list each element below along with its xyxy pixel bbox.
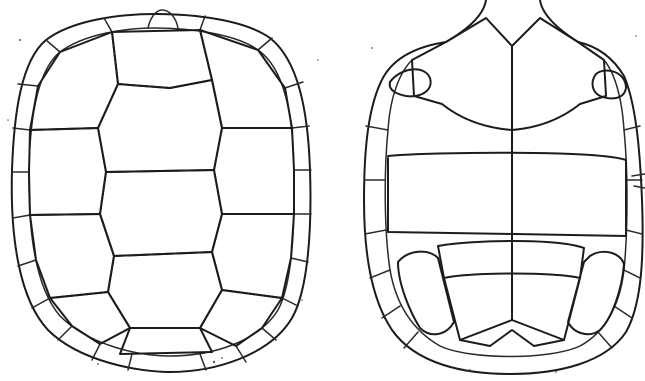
plastron-axillary-right <box>593 70 626 98</box>
plastron-drawing <box>364 0 645 374</box>
plastron-marginal-dividers <box>364 126 642 348</box>
carapace-marginal-dividers <box>12 16 311 370</box>
carapace-outline <box>12 14 311 372</box>
carapace-nuchal-scute <box>148 10 178 28</box>
plastron-edge-marks <box>632 174 645 188</box>
plastron-axillary-left <box>390 69 431 96</box>
carapace-costal-scutes-left <box>29 32 130 344</box>
plastron-marginal-boundary <box>385 60 627 357</box>
carapace-drawing <box>7 10 319 372</box>
plastron-anterior-scutes <box>412 18 606 130</box>
carapace-costal-scutes-right <box>200 30 294 346</box>
plastron-middle-scutes <box>388 130 626 236</box>
plastron-posterior-scutes <box>398 236 624 346</box>
carapace-marginal-boundary <box>29 28 294 356</box>
